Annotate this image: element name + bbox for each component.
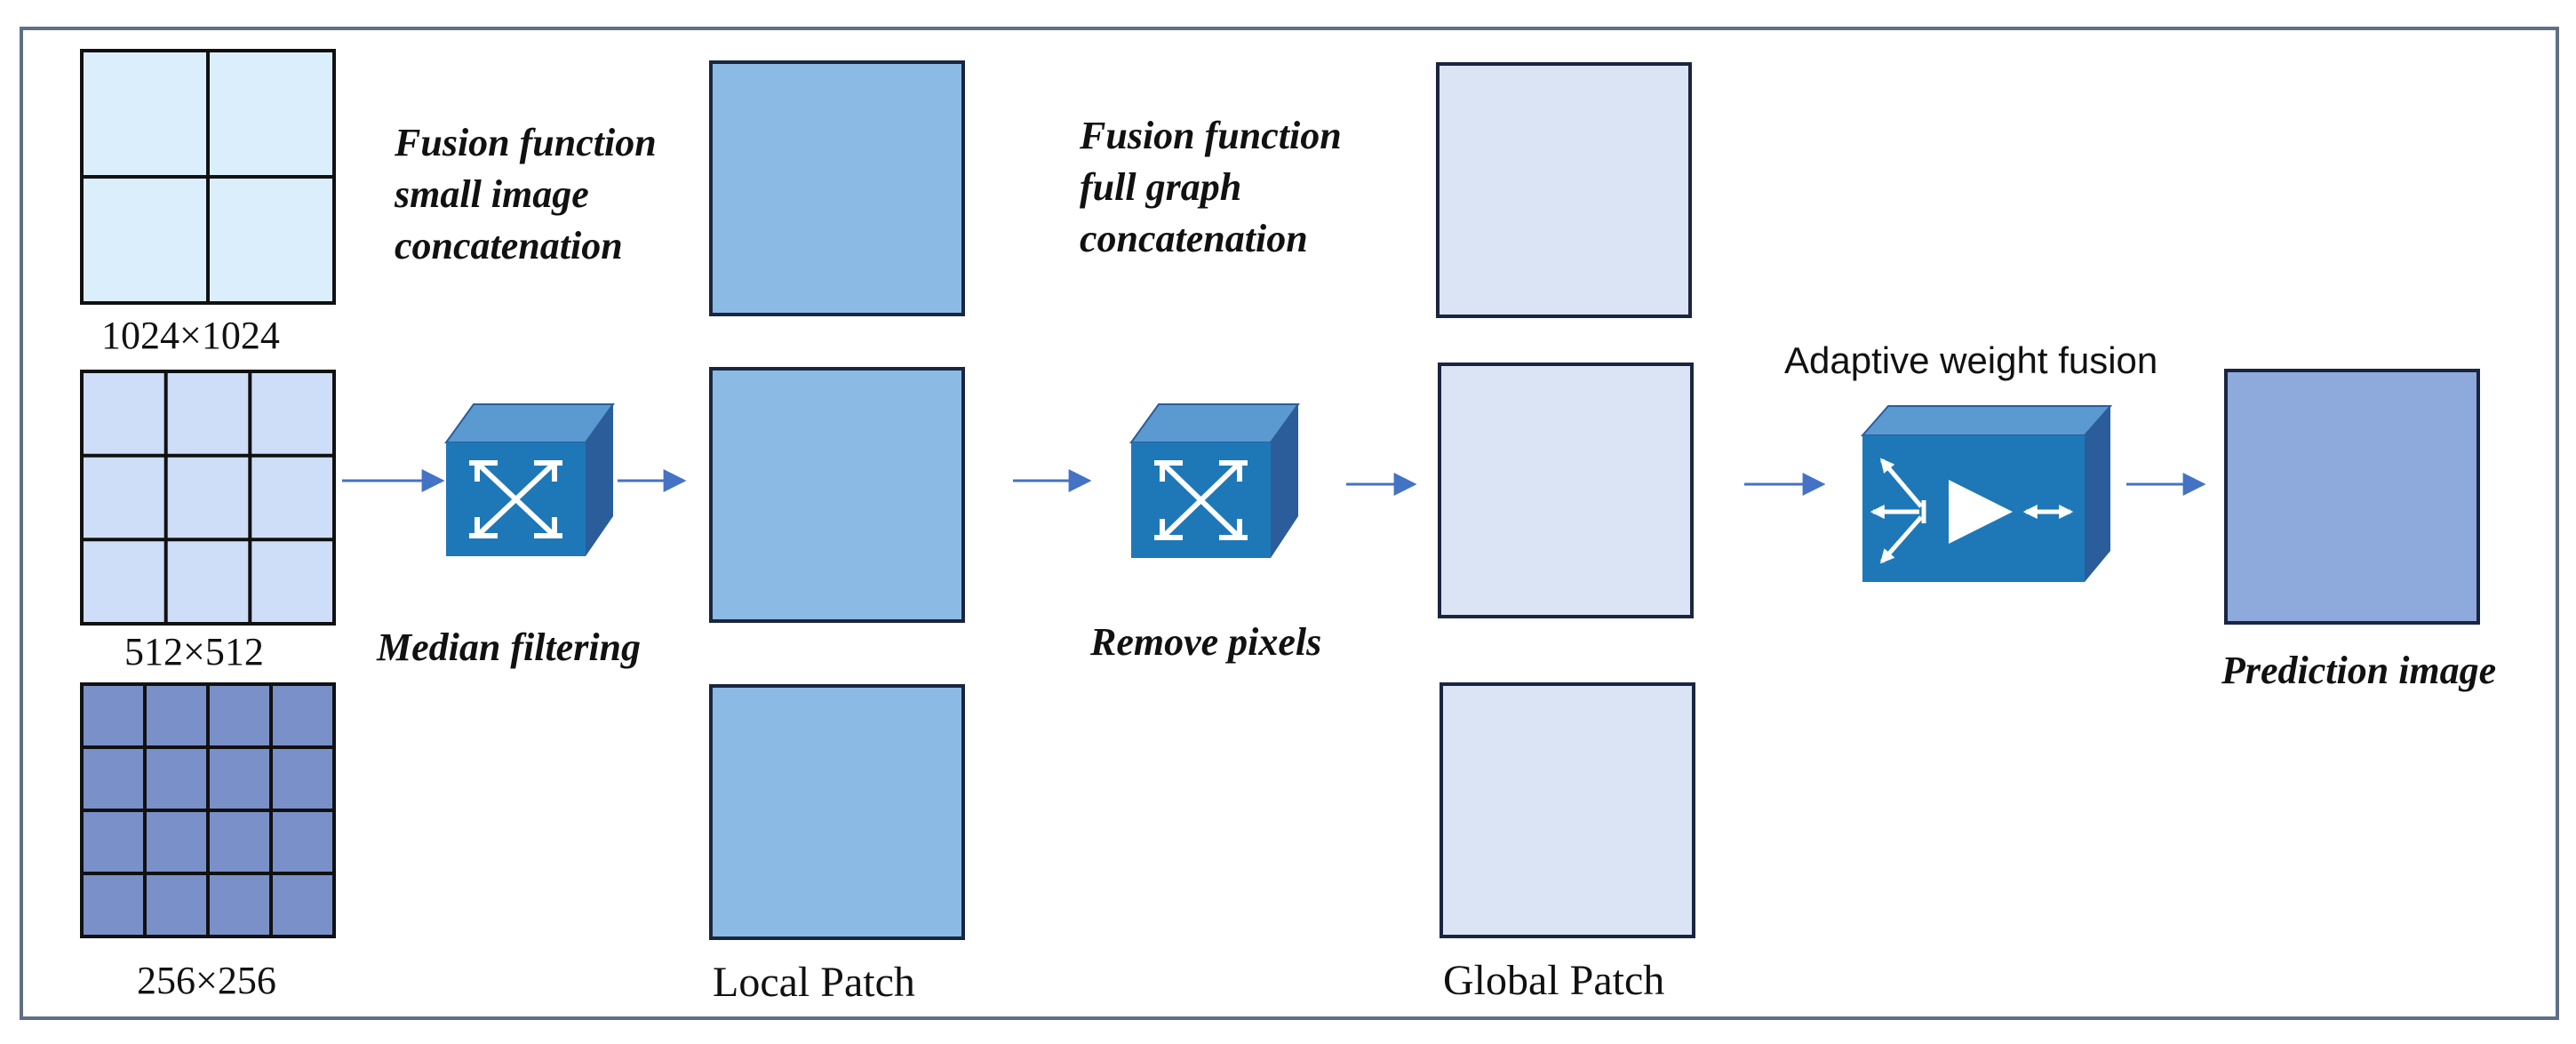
fusion-small-line-2: small image bbox=[395, 172, 589, 216]
switch-icon bbox=[444, 403, 615, 556]
prediction-image bbox=[2224, 369, 2480, 625]
fusion-small-line-3: concatenation bbox=[395, 224, 623, 267]
local-patch-label: Local Patch bbox=[713, 959, 915, 1006]
input-label-512: 512×512 bbox=[124, 630, 264, 673]
input-label-256: 256×256 bbox=[137, 959, 276, 1002]
global-patch-label: Global Patch bbox=[1443, 957, 1665, 1004]
global-patch-2 bbox=[1438, 363, 1694, 618]
diagram-frame bbox=[20, 27, 2559, 1020]
amplifier-icon bbox=[1860, 405, 2113, 582]
fusion-small-line-1: Fusion function bbox=[395, 121, 657, 164]
prediction-image-label: Prediction image bbox=[2221, 649, 2497, 692]
input-label-1024: 1024×1024 bbox=[101, 314, 280, 357]
fusion-full-line-2: full graph bbox=[1080, 165, 1242, 209]
remove-pixels-label: Remove pixels bbox=[1090, 620, 1322, 664]
switch-icon bbox=[1129, 403, 1300, 558]
input-grid-1024 bbox=[80, 49, 336, 305]
local-patch-3 bbox=[709, 684, 965, 940]
input-grid-512 bbox=[80, 370, 336, 626]
adaptive-fusion-label: Adaptive weight fusion bbox=[1784, 339, 2158, 381]
flow-arrows bbox=[342, 469, 2206, 496]
median-filtering-label: Median filtering bbox=[377, 626, 642, 669]
global-patch-1 bbox=[1436, 62, 1692, 318]
input-grid-256 bbox=[80, 682, 336, 938]
local-patch-2 bbox=[709, 367, 965, 623]
local-patch-1 bbox=[709, 60, 965, 316]
fusion-full-line-3: concatenation bbox=[1080, 217, 1308, 260]
fusion-full-line-1: Fusion function bbox=[1080, 114, 1342, 157]
global-patch-3 bbox=[1440, 682, 1695, 938]
